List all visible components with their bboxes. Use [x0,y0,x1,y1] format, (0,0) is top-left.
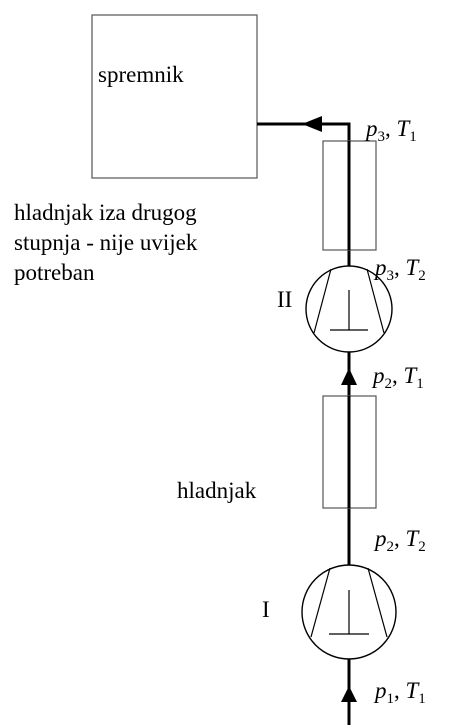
flow-arrow-into-tank [302,116,322,132]
state-label-after-second: p3, T2 [373,255,426,284]
state-label-before-second: p2, T1 [371,363,424,392]
cooler-label: hladnjak [177,478,257,503]
note-line-1: hladnjak iza drugog [14,200,197,225]
tank-label: spremnik [98,62,184,87]
note-line-2: stupnja - nije uvijek [14,230,198,255]
compressor-stage-2-icon [305,265,393,353]
tank-box [91,14,258,179]
state-label-inlet: p1, T1 [373,678,426,707]
stage-1-label: I [262,597,270,622]
state-label-after-first: p2, T2 [373,526,426,555]
compressor-stage-1-icon [301,564,397,660]
state-label-top: p3, T1 [364,116,417,145]
flow-arrow-into-second-stage [341,368,357,385]
note-line-3: potreban [14,260,95,285]
flow-arrow-inlet [341,686,357,702]
stage-2-label: II [277,287,292,312]
